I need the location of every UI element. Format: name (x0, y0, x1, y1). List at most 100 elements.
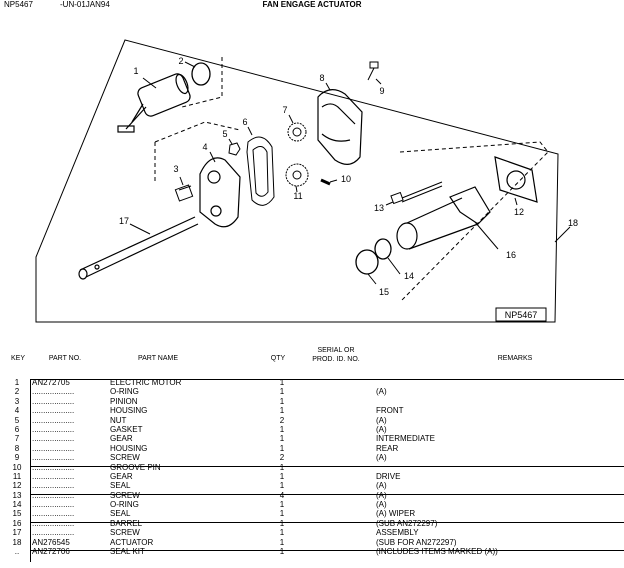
row-qty: 1 (279, 462, 285, 472)
row-part-name: SCREW (110, 528, 140, 538)
row-remarks: REAR (376, 443, 399, 453)
row-key: 12 (12, 481, 22, 491)
row-key: .. (14, 547, 20, 557)
header-part-no: PART NO. (48, 355, 82, 362)
row-remarks: (A) (376, 453, 387, 463)
diagram-code: NP5467 (4, 0, 33, 9)
row-part-name: GROOVE PIN (110, 462, 161, 472)
callout-3: 3 (173, 164, 178, 174)
gasket (246, 136, 275, 206)
row-part-name: SEAL (110, 481, 131, 491)
row-key: 13 (12, 490, 22, 500)
page-title: FAN ENGAGE ACTUATOR (262, 0, 362, 9)
row-remarks: (A) (376, 387, 387, 397)
callout-16: 16 (506, 250, 516, 260)
screw-13 (390, 181, 443, 205)
row-qty: 1 (279, 528, 285, 538)
callout-6: 6 (242, 117, 247, 127)
row-part-name: NUT (110, 415, 127, 425)
row-remarks: (A) (376, 500, 387, 510)
row-key: 14 (12, 500, 22, 510)
callout-2: 2 (178, 56, 183, 66)
row-remarks: ASSEMBLY (376, 528, 419, 538)
callout-11: 11 (293, 191, 302, 201)
o-ring-2 (191, 62, 211, 86)
intermediate-gear (287, 122, 307, 142)
row-remarks: (A) WIPER (376, 509, 416, 519)
row-remarks: INTERMEDIATE (376, 434, 435, 444)
column-rule (30, 380, 31, 562)
plate-label-box (495, 307, 547, 322)
row-part-no: AN276545 (32, 537, 70, 547)
screw-assembly-shaft (78, 216, 199, 280)
groove-pin (320, 178, 331, 186)
row-part-name: BARREL (110, 518, 143, 528)
row-part-no: ................... (32, 396, 75, 406)
row-part-no: ................... (32, 424, 75, 434)
callout-1: 1 (133, 66, 138, 76)
row-part-no: ................... (32, 443, 75, 453)
row-key: 15 (12, 509, 22, 519)
nut (228, 142, 241, 156)
barrel (396, 186, 491, 250)
row-part-no: ................... (32, 406, 75, 416)
row-qty: 1 (279, 500, 285, 510)
row-part-name: ELECTRIC MOTOR (110, 378, 182, 387)
row-rule (30, 494, 624, 495)
row-part-name: PINION (110, 396, 138, 406)
row-rule (30, 379, 624, 380)
row-part-no: ................... (32, 462, 75, 472)
row-part-no: ................... (32, 415, 75, 425)
row-key: 1 (14, 378, 20, 387)
exploded-parts-diagram: 1 2 3 4 5 6 7 8 9 10 11 12 13 14 15 16 1… (35, 39, 578, 323)
row-key: 6 (14, 424, 20, 434)
header-qty: QTY (270, 355, 286, 362)
callout-17: 17 (119, 216, 129, 226)
row-qty: 1 (279, 481, 285, 491)
row-part-name: GASKET (110, 424, 143, 434)
row-qty: 1 (279, 443, 285, 453)
header-remarks: REMARKS (497, 355, 533, 362)
row-qty: 2 (279, 415, 285, 425)
row-remarks: DRIVE (376, 471, 401, 481)
row-part-name: SEAL KIT (110, 547, 145, 557)
row-rule (30, 466, 624, 467)
row-qty: 1 (279, 547, 285, 557)
row-part-no: ................... (32, 471, 75, 481)
row-key: 8 (14, 443, 20, 453)
row-part-name: SCREW (110, 453, 140, 463)
row-part-name: HOUSING (110, 406, 148, 416)
row-qty: 1 (279, 509, 285, 519)
leader-18 (554, 226, 571, 243)
row-remarks: (A) (376, 481, 387, 491)
row-part-name: SCREW (110, 490, 140, 500)
callout-12: 12 (514, 207, 524, 217)
callout-13: 13 (374, 203, 384, 213)
header-part-name: PART NAME (137, 355, 179, 362)
front-housing (199, 157, 241, 228)
row-key: 7 (14, 434, 20, 444)
row-part-name: GEAR (110, 471, 133, 481)
group-motor-bracket (181, 57, 223, 108)
seal-15 (355, 249, 379, 275)
header-key: KEY (10, 355, 25, 362)
row-qty: 1 (279, 424, 285, 434)
row-part-name: O-RING (110, 500, 139, 510)
row-remarks: FRONT (376, 406, 404, 416)
row-key: 9 (14, 453, 20, 463)
header-serial: SERIAL OR PROD. ID. NO. (312, 347, 360, 363)
callout-8: 8 (319, 73, 324, 83)
row-key: 17 (12, 528, 22, 538)
row-rule (30, 522, 624, 523)
diagram-date: -UN-01JAN94 (60, 0, 110, 9)
